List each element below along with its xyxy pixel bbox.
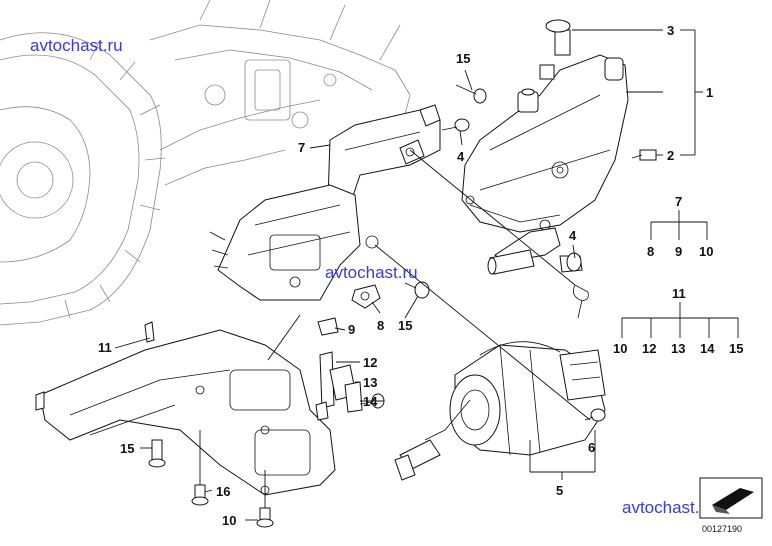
diagram-code-box: 00127190 <box>699 477 763 534</box>
legend-11-child-14: 14 <box>700 341 715 356</box>
callout-2: 2 <box>667 148 674 163</box>
legend-group-7 <box>650 210 708 240</box>
legend-group-11 <box>621 302 739 338</box>
callout-4a: 4 <box>457 149 465 164</box>
callout-9a: 9 <box>348 322 355 337</box>
diagram-code: 00127190 <box>702 524 742 534</box>
hydraulic-unit <box>394 341 606 481</box>
callout-6: 6 <box>588 440 595 455</box>
watermark-bottom-right: avtochast.ru <box>622 498 715 517</box>
callout-12a: 12 <box>363 355 377 370</box>
callout-11a: 11 <box>98 340 112 355</box>
leader-lines <box>114 29 703 521</box>
bushing-8 <box>351 284 381 309</box>
callout-14a: 14 <box>363 394 378 409</box>
callout-15b: 15 <box>398 318 412 333</box>
legend-7-child-9: 9 <box>675 244 682 259</box>
callout-8a: 8 <box>377 318 384 333</box>
legend-11-child-13: 13 <box>671 341 685 356</box>
bolt-2 <box>631 149 657 161</box>
callout-16: 16 <box>216 484 230 499</box>
callout-15a: 15 <box>456 51 470 66</box>
callout-10a: 10 <box>222 513 236 528</box>
callout-3: 3 <box>667 23 674 38</box>
callout-5: 5 <box>556 483 563 498</box>
bolt-16 <box>191 484 209 506</box>
legend-11-child-15: 15 <box>729 341 743 356</box>
callout-1: 1 <box>706 85 713 100</box>
legend-7-child-10: 10 <box>699 244 713 259</box>
grommet-9 <box>317 317 339 336</box>
reservoir-mount-bracket <box>487 227 583 275</box>
cover-shield <box>35 321 336 496</box>
watermark-top-left: avtochast.ru <box>30 36 123 55</box>
bolt-6 <box>584 408 606 422</box>
bolt-10 <box>256 507 274 528</box>
callout-13a: 13 <box>363 375 377 390</box>
callout-15c: 15 <box>120 441 134 456</box>
bolt-15-upper <box>455 84 487 104</box>
bolt-4-upper <box>441 118 470 132</box>
legend-11-child-10: 10 <box>613 341 627 356</box>
legend-11-parent: 11 <box>672 286 686 301</box>
callout-labels: 3 1 2 15 4 4 7 8 9 15 11 12 13 14 15 16 … <box>98 23 743 528</box>
mounting-plate <box>209 184 379 301</box>
legend-11-child-12: 12 <box>642 341 656 356</box>
bolt-15-lower <box>148 439 166 468</box>
fluid-reservoir <box>461 19 629 233</box>
clip <box>572 284 589 319</box>
callout-4b: 4 <box>569 228 577 243</box>
legend-7-parent: 7 <box>675 194 682 209</box>
transmission-housing <box>0 0 411 326</box>
bolt-15-middle <box>404 281 430 299</box>
sensor-bracket <box>315 351 363 421</box>
legend-7-child-8: 8 <box>647 244 654 259</box>
callout-7a: 7 <box>298 140 305 155</box>
watermark-center: avtochast.ru <box>325 263 418 282</box>
